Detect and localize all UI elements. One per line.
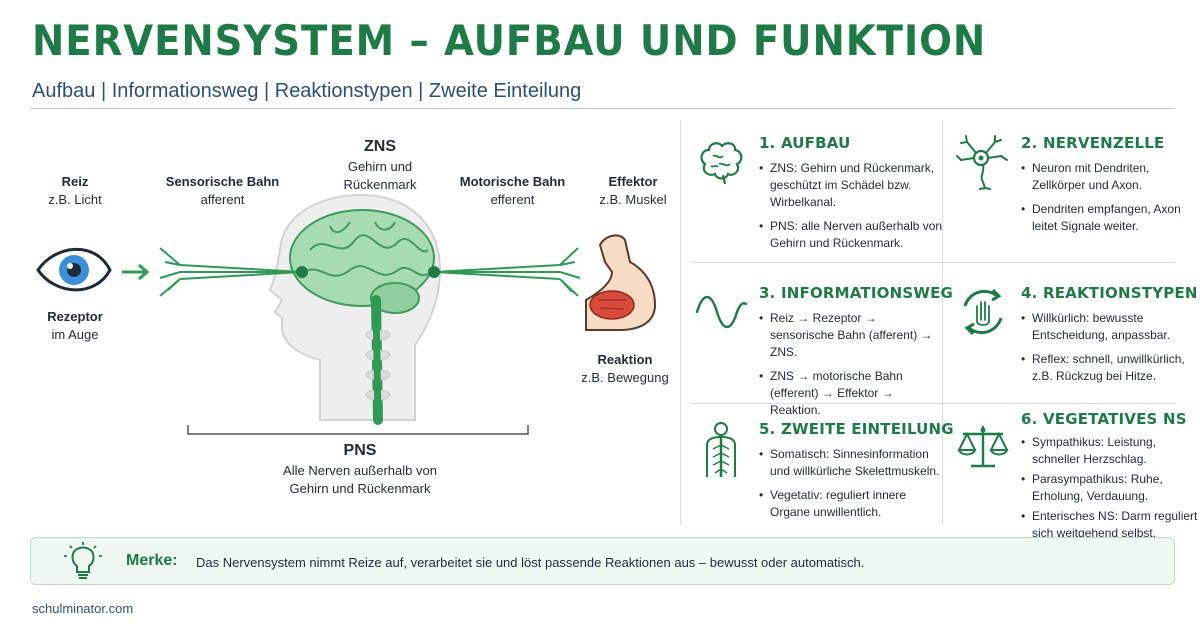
reflex-hand-icon [963,288,1003,336]
sensory-pathway [159,247,303,297]
list-item: ZNS: Gehirn und Rückenmark, geschützt im… [759,160,944,211]
lightbulb-icon [64,542,102,579]
motor-pathway [433,247,581,297]
eye-icon [36,247,112,292]
arrow-right-icon [122,263,150,281]
merke-label: Merke: [126,552,178,569]
motor-synapse-dot [428,266,440,278]
footer-site: schulminator.com [32,601,134,616]
list-item: Reiz → Rezeptor → sensorische Bahn (affe… [759,310,944,361]
card-reaktionstypen-title: 4. REAKTIONSTYPEN [1021,284,1198,302]
list-item: Enterisches NS: Darm reguliert sich weit… [1021,508,1200,542]
page-subtitle: Aufbau | Informationsweg | Reaktionstype… [32,80,582,102]
card-vegetatives-ns-title: 6. VEGETATIVES NS [1021,410,1187,428]
balance-scale-icon [957,426,1009,468]
list-item: Dendriten empfangen, Axon leitet Signale… [1021,201,1200,235]
list-item: Somatisch: Sinnesinformation und willkür… [759,446,944,480]
list-item: Parasympathikus: Ruhe, Erholung, Verdauu… [1021,471,1200,505]
neuron-icon [956,135,1008,190]
grid-divider-left [680,120,681,525]
card-nervenzelle-title: 2. NERVENZELLE [1021,134,1165,152]
pns-bracket [187,425,529,435]
list-item: Reflex: schnell, unwillkürlich, z.B. Rüc… [1021,351,1200,385]
grid-divider-row1 [690,262,1175,263]
merke-box: Merke: Das Nervensystem nimmt Reize auf,… [30,537,1175,585]
list-item: ZNS → motorische Bahn (efferent) → Effek… [759,368,944,419]
merke-text: Das Nervensystem nimmt Reize auf, verarb… [196,555,865,570]
card-informationsweg-title: 3. INFORMATIONSWEG [759,284,954,302]
brain-icon [700,142,743,185]
brain-shape [289,209,435,314]
list-item: Vegetativ: reguliert innere Organe unwil… [759,487,944,521]
nervous-system-diagram [36,193,657,435]
page-title: NERVENSYSTEM – AUFBAU UND FUNKTION [32,16,987,65]
wave-icon [695,295,748,329]
spine-body-icon [706,422,736,477]
card-zweite-einteilung-title: 5. ZWEITE EINTEILUNG [759,420,954,438]
header-divider [30,108,1175,109]
list-item: Sympathikus: Leistung, schneller Herzsch… [1021,434,1200,468]
list-item: Neuron mit Dendriten, Zellkörper und Axo… [1021,160,1200,194]
card-aufbau-title: 1. AUFBAU [759,134,851,152]
flexed-arm-icon [585,234,657,331]
list-item: Willkürlich: bewusste Entscheidung, anpa… [1021,310,1200,344]
list-item: PNS: alle Nerven außerhalb von Gehirn un… [759,218,944,252]
sensory-synapse-dot [296,266,308,278]
